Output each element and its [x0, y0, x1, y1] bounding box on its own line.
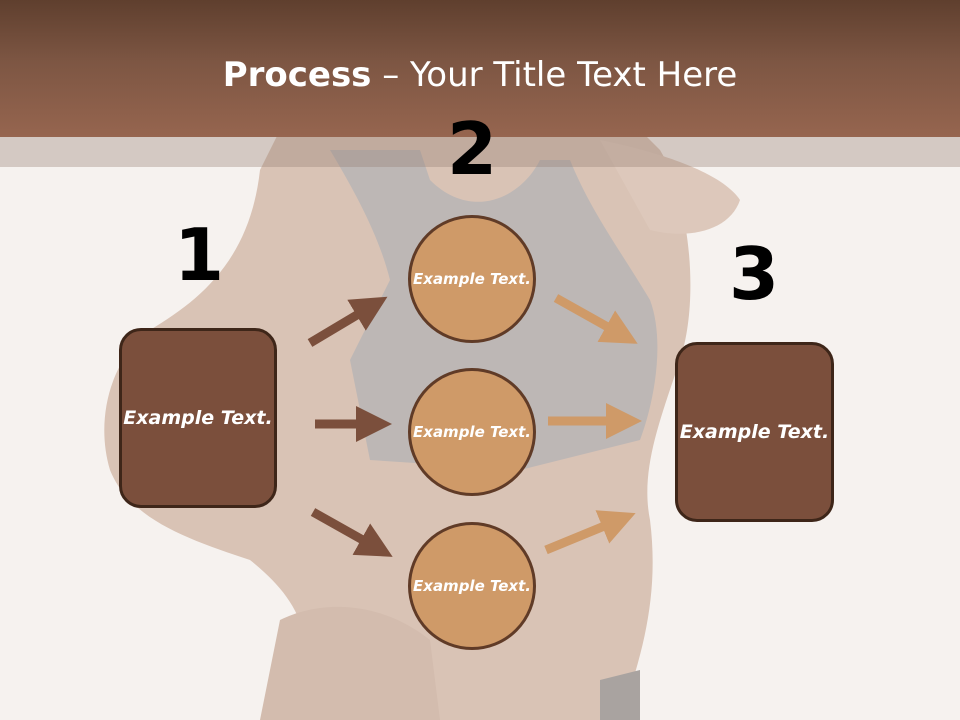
step-2-circle-middle-text: Example Text.	[413, 422, 531, 441]
arrow-1-to-2-top	[307, 296, 388, 347]
step-3-box: Example Text.	[675, 342, 834, 522]
arrow-2-to-3-bottom	[544, 510, 636, 555]
step-2-circle-top: Example Text.	[408, 215, 536, 343]
title-bar	[0, 0, 960, 137]
step-2-circle-middle: Example Text.	[408, 368, 536, 496]
step-2-circle-top-text: Example Text.	[413, 269, 531, 288]
title-bar-strip	[0, 137, 960, 167]
step-2-circle-bottom: Example Text.	[408, 522, 536, 650]
step-number-3: 3	[728, 232, 780, 316]
step-3-text: Example Text.	[679, 420, 830, 443]
arrow-1-to-2-bottom	[310, 508, 393, 557]
step-2-circle-bottom-text: Example Text.	[413, 576, 531, 595]
slide-title-rest: – Your Title Text Here	[371, 55, 738, 95]
step-1-text: Example Text.	[123, 406, 273, 429]
slide-title-bold: Process	[222, 55, 372, 95]
step-number-2: 2	[446, 107, 498, 191]
step-number-1: 1	[173, 213, 225, 297]
slide-title: Process – Your Title Text Here	[0, 52, 960, 98]
arrow-2-to-3-top	[553, 294, 638, 344]
step-1-box: Example Text.	[119, 328, 277, 508]
